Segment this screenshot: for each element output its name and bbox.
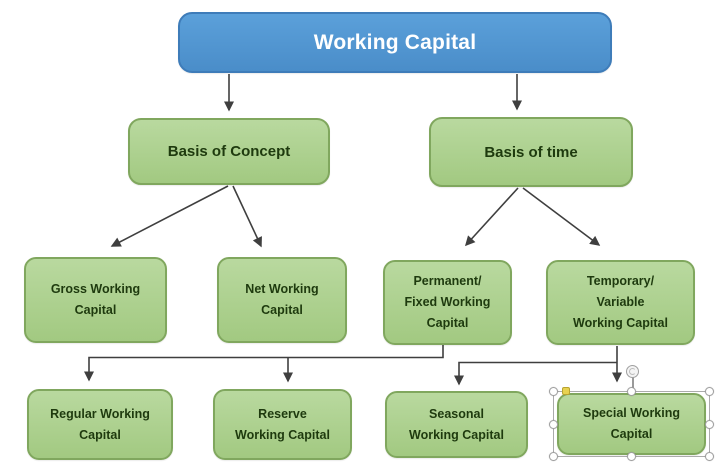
arrow-time-to-permanent xyxy=(464,187,519,247)
node-basis-of-time[interactable]: Basis of time xyxy=(429,117,633,187)
node-label-line: Working Capital xyxy=(409,427,504,442)
node-regular-working-capital[interactable]: Regular Working Capital xyxy=(27,389,173,460)
node-label-line: Net Working xyxy=(245,282,319,296)
resize-handle-sw[interactable] xyxy=(549,452,558,461)
node-label-line: Working Capital xyxy=(573,316,668,330)
node-label-line: Reserve xyxy=(258,406,307,421)
node-label-line: Permanent/ xyxy=(413,274,482,288)
arrow-concept-to-gross xyxy=(110,185,229,247)
node-label-line: Regular Working xyxy=(50,406,150,421)
connector-permanent-branch xyxy=(84,345,444,382)
node-temporary-variable-working-capital[interactable]: Temporary/ Variable Working Capital xyxy=(546,260,695,345)
resize-handle-e[interactable] xyxy=(705,420,714,429)
rotation-handle[interactable] xyxy=(626,365,639,378)
resize-handle-se[interactable] xyxy=(705,452,714,461)
node-label-line: Temporary/ xyxy=(586,274,655,288)
resize-handle-n[interactable] xyxy=(627,387,636,396)
node-label-line: Variable xyxy=(596,295,645,309)
node-basis-of-concept[interactable]: Basis of Concept xyxy=(128,118,330,185)
arrow-time-to-temporary xyxy=(522,187,601,246)
node-label-line: Capital xyxy=(74,303,117,317)
node-basis-of-concept-label: Basis of Concept xyxy=(167,143,291,160)
node-label-line: Capital xyxy=(261,303,303,317)
node-gross-working-capital[interactable]: Gross Working Capital xyxy=(24,257,167,343)
rotation-handle-stem xyxy=(632,377,634,391)
resize-handle-s[interactable] xyxy=(627,452,636,461)
node-label-line: Capital xyxy=(426,316,469,330)
node-seasonal-working-capital[interactable]: Seasonal Working Capital xyxy=(385,391,528,458)
resize-handle-ne[interactable] xyxy=(705,387,714,396)
connector-temporary-branch xyxy=(454,361,617,386)
arrow-concept-to-net xyxy=(232,185,262,248)
node-label-line: Gross Working xyxy=(50,282,141,296)
node-permanent-fixed-working-capital[interactable]: Permanent/ Fixed Working Capital xyxy=(383,260,512,345)
node-label-line: Fixed Working xyxy=(404,295,491,309)
node-working-capital-label: Working Capital xyxy=(313,30,477,54)
adjust-handle[interactable] xyxy=(562,387,570,395)
node-label-line: Working Capital xyxy=(235,427,330,442)
node-net-working-capital[interactable]: Net Working Capital xyxy=(217,257,347,343)
node-label-line: Capital xyxy=(79,427,121,442)
resize-handle-w[interactable] xyxy=(549,420,558,429)
resize-handle-nw[interactable] xyxy=(549,387,558,396)
node-special-working-capital[interactable]: Special Working Capital xyxy=(557,393,706,455)
node-reserve-working-capital[interactable]: Reserve Working Capital xyxy=(213,389,352,460)
node-label-line: Seasonal xyxy=(429,406,484,421)
node-working-capital[interactable]: Working Capital xyxy=(178,12,612,73)
node-label-line: Capital xyxy=(610,427,653,441)
node-label-line: Special Working xyxy=(582,406,680,420)
node-basis-of-time-label: Basis of time xyxy=(484,143,578,161)
